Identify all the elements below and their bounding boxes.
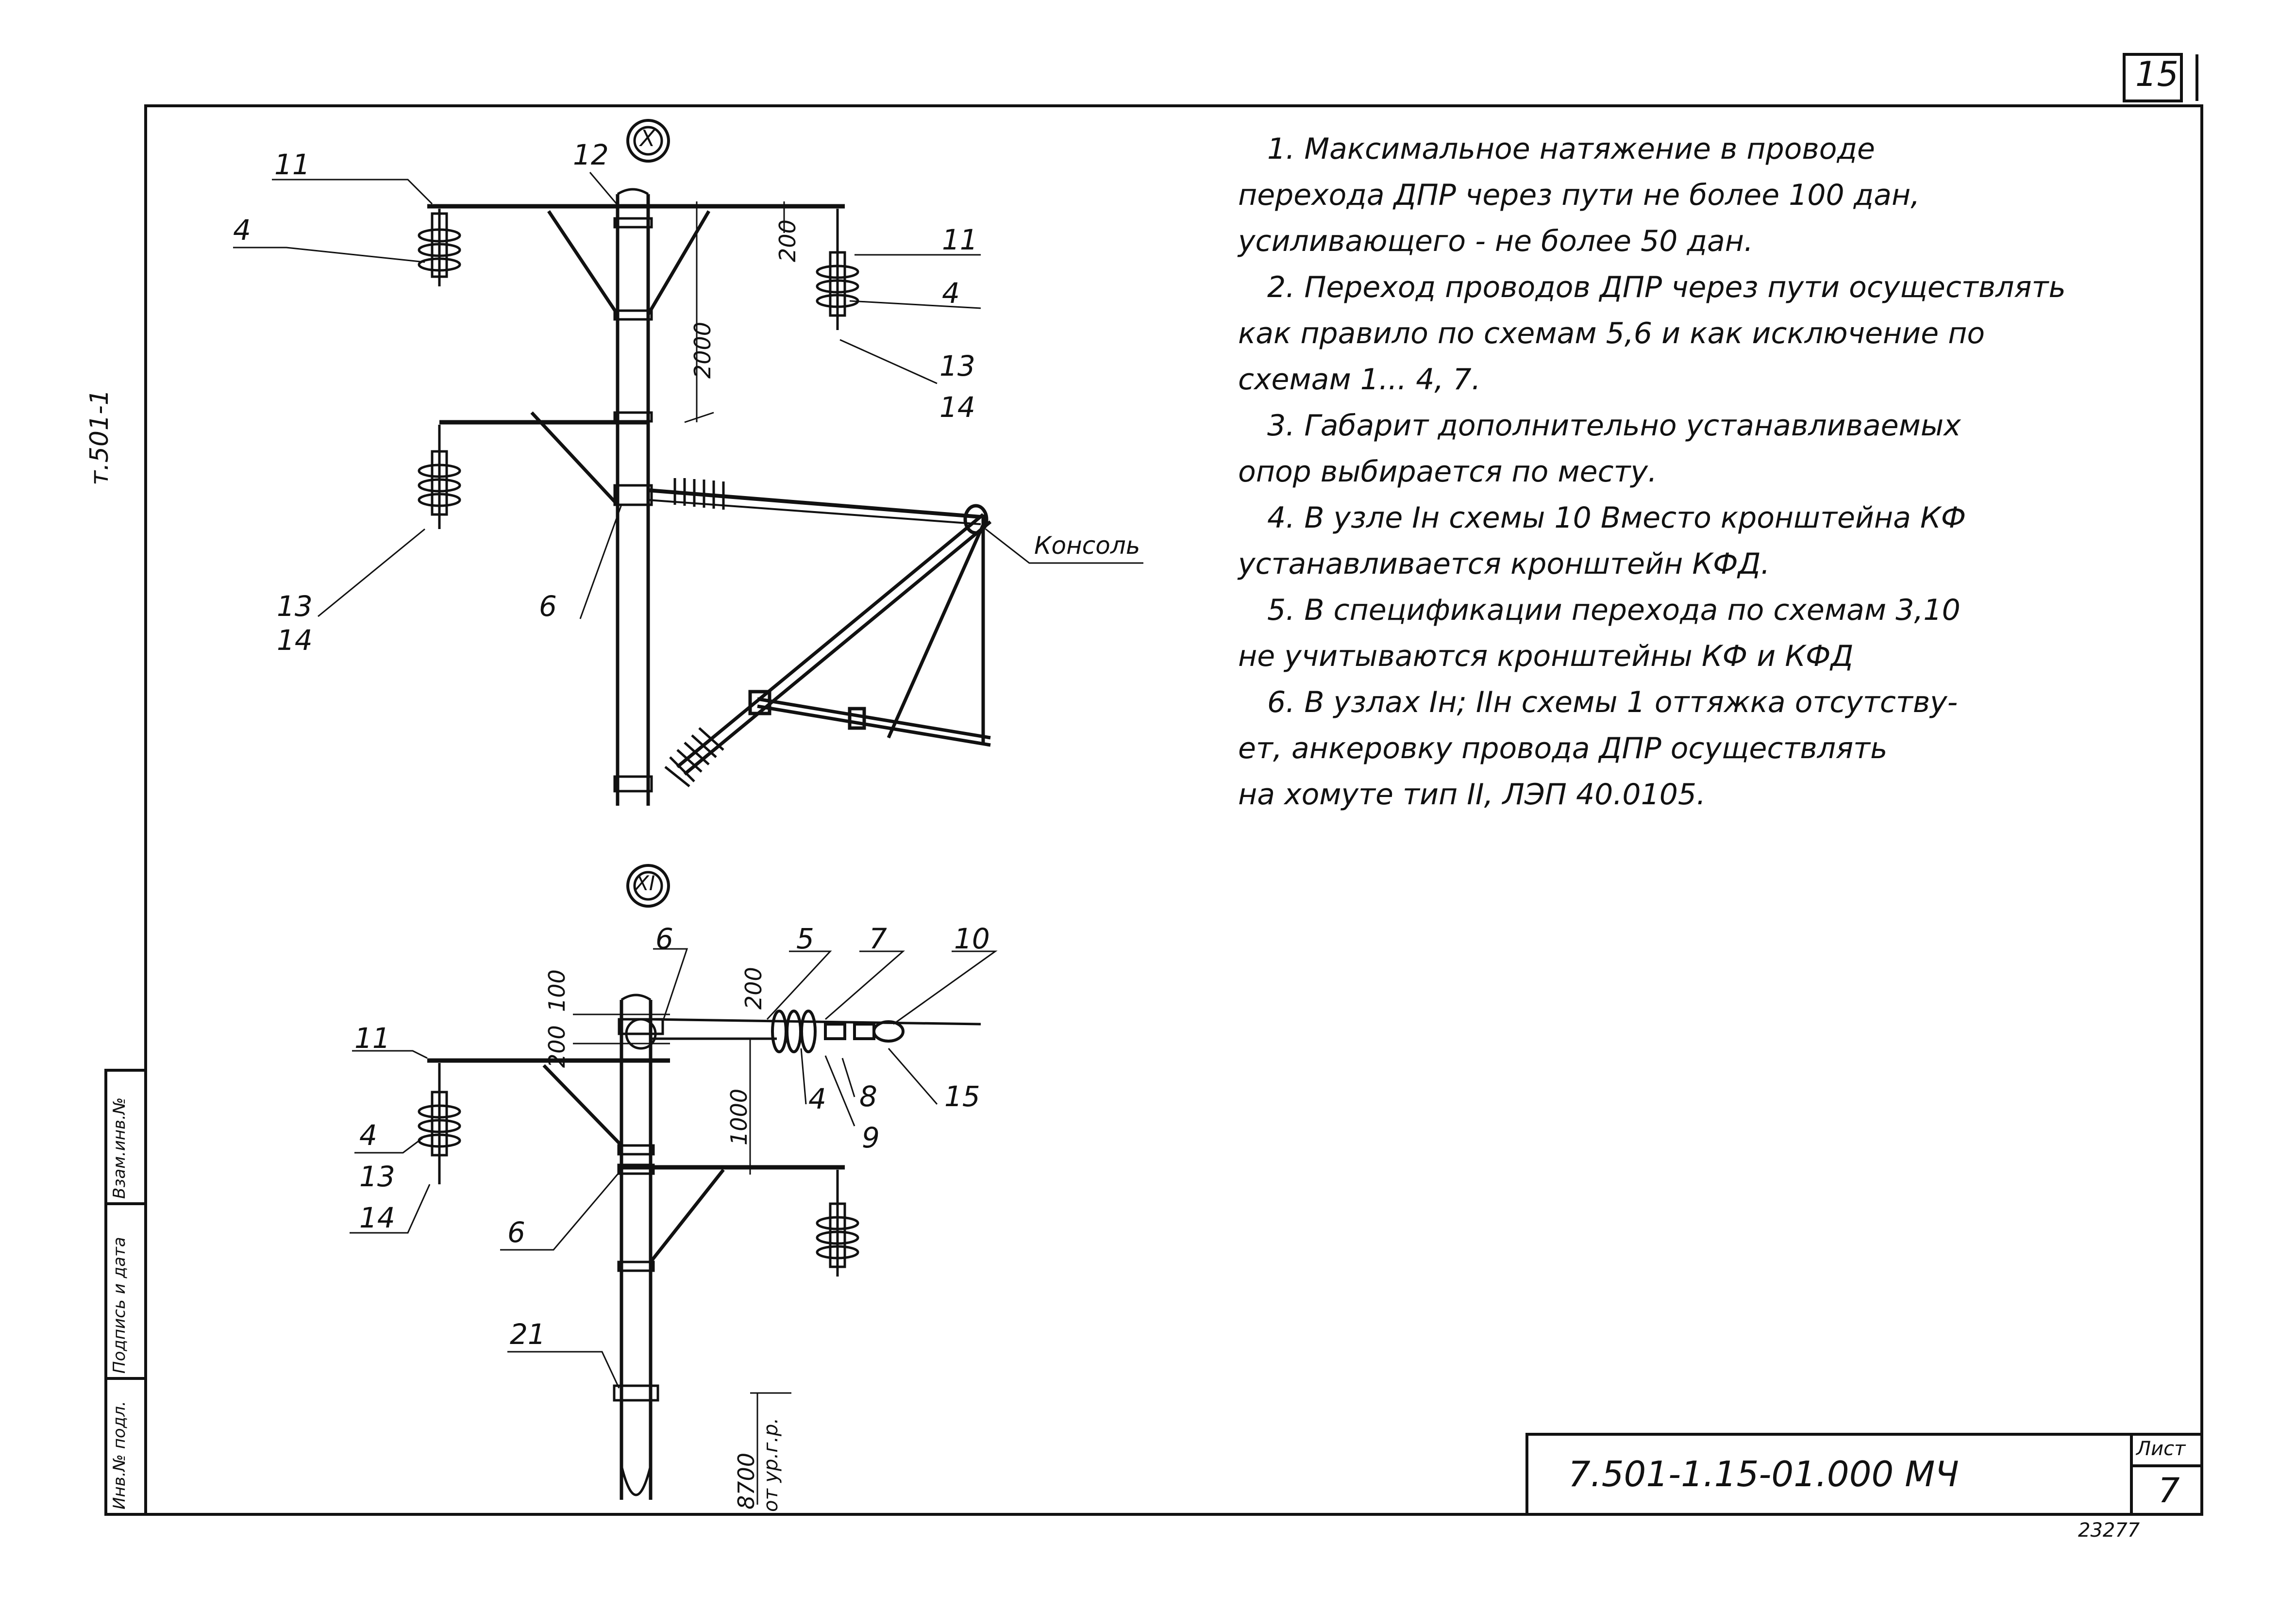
sheet-number: 7 <box>2158 1471 2180 1510</box>
dim-200-x: 200 <box>774 219 801 262</box>
insulator-top-left <box>418 209 461 286</box>
callout-15: 15 <box>944 1080 980 1113</box>
page-number: 15 <box>2135 54 2179 94</box>
callout-14-left: 14 <box>277 624 313 657</box>
note-line: ет, анкеровку провода ДПР осуществлять <box>1238 731 1888 765</box>
note-line: 2. Переход проводов ДПР через пути осуще… <box>1267 270 2066 304</box>
console-structure <box>676 504 992 776</box>
callout-console: Консоль <box>1034 531 1140 560</box>
dim-200-xi-left: 200 <box>544 1025 570 1068</box>
insulator-xi-left <box>418 1063 461 1184</box>
node-x-marker: X <box>640 125 655 151</box>
callout-14-right: 14 <box>939 391 975 424</box>
stamp-inventory-label: Инв.№ подл. <box>110 1401 129 1509</box>
node-xi-marker: XI <box>635 871 655 895</box>
note-line: усиливающего - не более 50 дан. <box>1238 224 1754 258</box>
dim-200-xi-right: 200 <box>740 967 767 1010</box>
note-line: как правило по схемам 5,6 и как исключен… <box>1238 316 1985 350</box>
notes-block: 1. Максимальное натяжение в проводе пере… <box>1238 126 2190 818</box>
insulator-xi-right <box>816 1170 859 1277</box>
note-line: устанавливается кронштейн КФД. <box>1238 547 1770 581</box>
callout-4-xi-left: 4 <box>359 1119 377 1152</box>
note-line: 4. В узле Iн схемы 10 Вместо кронштейна … <box>1267 501 1966 535</box>
callout-11-xi: 11 <box>354 1022 390 1055</box>
strut-insulator-lower <box>664 727 724 787</box>
inventory-number: 23277 <box>2078 1519 2140 1542</box>
note-line: 6. В узлах Iн; IIн схемы 1 оттяжка отсут… <box>1267 685 1958 719</box>
callout-13-left: 13 <box>277 590 313 623</box>
callout-9: 9 <box>862 1121 880 1154</box>
dim-1000-xi: 1000 <box>726 1088 752 1145</box>
callout-11-left: 11 <box>274 148 310 181</box>
note-line: не учитываются кронштейны КФ и КФД <box>1238 639 1854 673</box>
callout-6-x: 6 <box>539 590 557 623</box>
stamp-signature-label: Подпись и дата <box>110 1237 129 1374</box>
clamp-21 <box>613 1384 659 1402</box>
callout-21: 21 <box>510 1318 546 1351</box>
strut-insulator-upper <box>673 478 725 510</box>
node-x-marker-circle <box>626 119 670 163</box>
callout-4-right: 4 <box>942 277 960 310</box>
sheet-label: Лист <box>2136 1438 2186 1460</box>
callout-14-xi: 14 <box>359 1201 395 1234</box>
callout-12: 12 <box>573 138 609 171</box>
dim-2000-x: 2000 <box>689 321 716 379</box>
callout-6-top: 6 <box>655 922 673 955</box>
node-xi-marker-circle <box>626 864 670 908</box>
note-line: 5. В спецификации перехода по схемам 3,1… <box>1267 593 1961 627</box>
callout-11-right: 11 <box>942 223 978 256</box>
drawing-designation: 7.501-1.15-01.000 МЧ <box>1568 1454 1959 1494</box>
callout-7: 7 <box>869 922 887 955</box>
dim-100-xi: 100 <box>544 969 570 1012</box>
insulator-top-right <box>816 209 859 330</box>
dim-8700: 8700 <box>733 1452 759 1509</box>
note-line: перехода ДПР через пути не более 100 дан… <box>1238 178 1920 212</box>
left-stamp-column <box>104 1069 147 1516</box>
callout-6-xi: 6 <box>507 1216 525 1249</box>
stamp-replacement-label: Взам.инв.№ <box>110 1097 129 1199</box>
insulator-mid-left <box>418 425 461 529</box>
callout-4-xi-string: 4 <box>808 1082 826 1115</box>
note-line: 1. Максимальное натяжение в проводе <box>1267 132 1875 166</box>
node-x-drawing <box>233 119 1143 806</box>
callout-13-right: 13 <box>939 349 975 382</box>
note-line: на хомуте тип II, ЛЭП 40.0105. <box>1238 778 1706 812</box>
note-line: 3. Габарит дополнительно устанавливаемых <box>1267 409 1961 443</box>
insulator-string-xi <box>771 1010 905 1053</box>
sheet-frame <box>144 104 2203 1516</box>
callout-10: 10 <box>954 922 990 955</box>
page-number-box <box>2123 53 2183 102</box>
callout-8: 8 <box>859 1080 877 1113</box>
dim-ground-level: от ур.г.р. <box>760 1417 782 1512</box>
side-code: т.501-1 <box>85 389 114 485</box>
note-line: схемам 1... 4, 7. <box>1238 363 1481 397</box>
callout-4-left: 4 <box>233 214 251 247</box>
title-block-border <box>1525 1433 2202 1514</box>
callout-13-xi: 13 <box>359 1160 395 1193</box>
note-line: опор выбирается по месту. <box>1238 455 1658 489</box>
node-xi-drawing <box>350 864 998 1505</box>
callout-5: 5 <box>796 922 814 955</box>
